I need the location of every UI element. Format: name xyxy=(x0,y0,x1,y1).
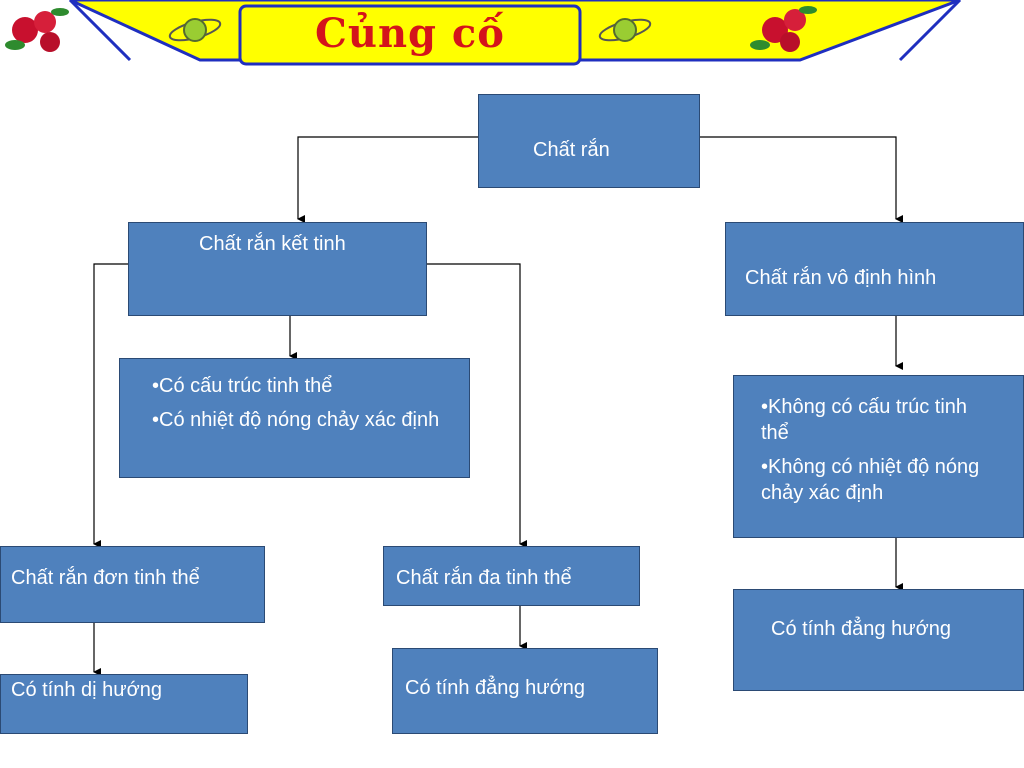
property-item: •Có cấu trúc tinh thể xyxy=(152,375,333,397)
node-isotropic-amorphous-label: Có tính đẳng hướng xyxy=(771,618,951,640)
property-item: •Không có nhiệt độ nóng chảy xác định xyxy=(761,456,980,504)
atom-left-icon xyxy=(168,18,222,42)
property-item: •Có nhiệt độ nóng chảy xác định xyxy=(152,409,440,431)
node-anisotropic-label: Có tính dị hướng xyxy=(11,679,163,701)
node-single-crystal-label: Chất rắn đơn tinh thể xyxy=(11,567,200,589)
node-amorphous-solid: Chất rắn vô định hình xyxy=(725,222,1024,316)
rose-left-icon xyxy=(5,8,69,52)
node-amorphous-solid-label: Chất rắn vô định hình xyxy=(745,267,937,289)
node-crystalline-solid-label: Chất rắn kết tinh xyxy=(199,233,346,255)
node-anisotropic: Có tính dị hướng xyxy=(0,674,248,734)
property-item: •Không có cấu trúc tinh thể xyxy=(761,396,968,444)
node-amorphous-properties: •Không có cấu trúc tinh thể •Không có nh… xyxy=(733,375,1024,538)
node-isotropic-poly: Có tính đẳng hướng xyxy=(392,648,658,734)
node-crystalline-solid: Chất rắn kết tinh xyxy=(128,222,427,316)
node-solid: Chất rắn xyxy=(478,94,700,188)
rose-right-icon xyxy=(750,6,817,52)
node-crystalline-properties: •Có cấu trúc tinh thể •Có nhiệt độ nóng … xyxy=(119,358,470,478)
node-isotropic-poly-label: Có tính đẳng hướng xyxy=(405,677,585,699)
page-title: Củng cố xyxy=(315,10,505,57)
title-banner xyxy=(5,0,962,66)
node-single-crystal: Chất rắn đơn tinh thể xyxy=(0,546,265,623)
atom-right-icon xyxy=(598,18,652,42)
node-polycrystal: Chất rắn đa tinh thể xyxy=(383,546,640,606)
node-solid-label: Chất rắn xyxy=(533,139,610,161)
node-polycrystal-label: Chất rắn đa tinh thể xyxy=(396,567,572,589)
node-isotropic-amorphous: Có tính đẳng hướng xyxy=(733,589,1024,691)
